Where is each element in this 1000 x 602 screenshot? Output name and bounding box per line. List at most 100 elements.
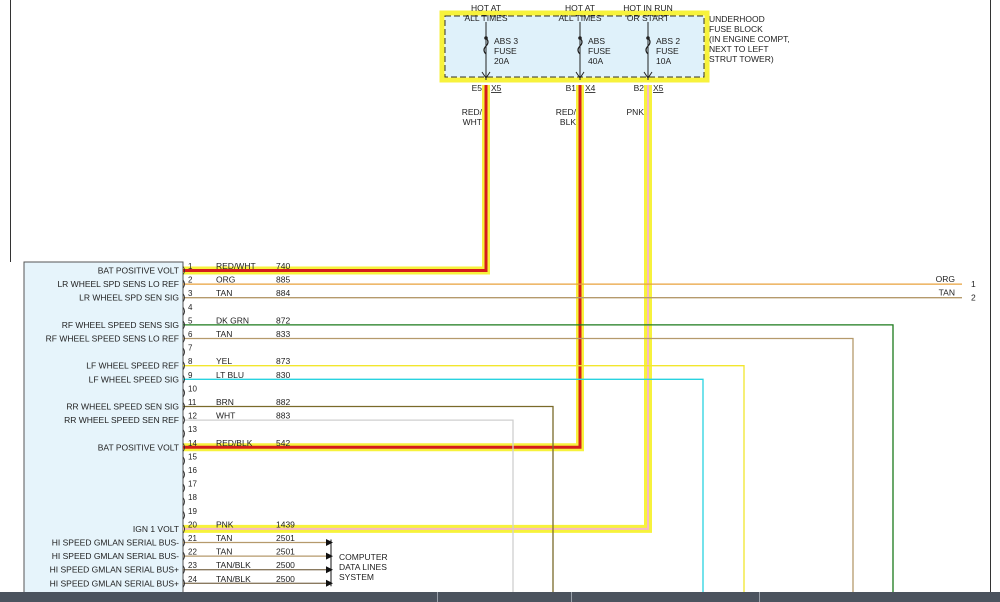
pin-terminal-icon	[182, 334, 185, 343]
pin-number: 19	[188, 507, 197, 516]
pin-number: 16	[188, 466, 197, 475]
wire-color-label: RED/BLK	[216, 438, 253, 448]
wire-color-label: ORG	[216, 275, 235, 285]
fuse-terminal	[484, 36, 488, 40]
arrow-icon	[326, 552, 333, 560]
circuit-number: 2501	[276, 547, 295, 557]
circuit-number: 830	[276, 370, 290, 380]
wire-pnk	[183, 85, 649, 530]
pin-terminal-icon	[182, 511, 185, 520]
pin-function-label: IGN 1 VOLT	[133, 524, 179, 534]
pin-number: 24	[188, 575, 197, 584]
fuse-pin-label: E5	[472, 83, 483, 93]
fuse-power-label: HOT AT	[471, 3, 501, 13]
toolbar-divider	[571, 592, 572, 602]
wires-layer	[183, 85, 962, 592]
wire-red-wht	[183, 85, 488, 272]
right-wire-color: ORG	[936, 274, 955, 284]
pin-terminal-icon	[182, 470, 185, 479]
pin-number: 10	[188, 384, 197, 393]
fuse-terminal	[578, 36, 582, 40]
wire-color-label: TAN	[216, 533, 232, 543]
data-lines-label: DATA LINES	[339, 562, 387, 572]
wire-red-blk	[183, 85, 582, 449]
circuit-number: 884	[276, 288, 290, 298]
fuse-block-highlight	[439, 10, 710, 83]
pin-function-label: LR WHEEL SPD SENS LO REF	[57, 279, 179, 289]
fuse-wire-color: PNK	[627, 107, 645, 117]
wire-color-label: PNK	[216, 519, 234, 529]
wire-red-wht-highlight	[183, 85, 490, 275]
fuse-power-label: OR START	[627, 13, 669, 23]
circuit-number: 2501	[276, 533, 295, 543]
pin-number: 7	[188, 344, 193, 353]
pin-number: 8	[188, 357, 193, 366]
data-lines-label: SYSTEM	[339, 572, 374, 582]
wire-color-label: TAN	[216, 288, 232, 298]
pin-terminal-icon	[182, 415, 185, 425]
pin-function-label: HI SPEED GMLAN SERIAL BUS-	[52, 538, 179, 548]
ebcm-module	[23, 261, 184, 592]
pin-terminal-icon	[182, 361, 185, 370]
circuit-number: 2500	[276, 560, 295, 570]
pin-number: 11	[188, 398, 197, 407]
fuse-name: ABS	[588, 36, 605, 46]
circuit-number: 883	[276, 411, 290, 421]
wire-color-label: WHT	[216, 411, 235, 421]
circuit-number: 873	[276, 356, 290, 366]
circuit-number: 882	[276, 397, 290, 407]
fuse-power-label: ALL TIMES	[559, 13, 602, 23]
fuse-block-label: UNDERHOOD	[709, 14, 765, 24]
wire-color-label: DK GRN	[216, 315, 249, 325]
pin-terminal-icon	[182, 565, 185, 574]
pin-terminal-icon	[182, 456, 185, 466]
pin-number: 3	[188, 289, 193, 298]
circuit-number: 833	[276, 329, 290, 339]
pin-terminal-icon	[182, 538, 185, 547]
fuse-name: FUSE	[656, 46, 679, 56]
pin-terminal-icon	[182, 266, 185, 275]
pin-number: 22	[188, 548, 197, 557]
circuit-number: 2500	[276, 574, 295, 584]
circuit-number: 885	[276, 275, 290, 285]
fuse-block-label: FUSE BLOCK	[709, 24, 763, 34]
pin-number: 17	[188, 480, 197, 489]
fuse-wire-color: WHT	[463, 117, 482, 127]
fuse-pin-label: B1	[566, 83, 577, 93]
fuse-icon	[483, 37, 489, 55]
pin-terminal-icon	[182, 320, 185, 330]
arrow-icon	[326, 539, 333, 546]
fuse-icon	[577, 37, 583, 55]
wire-lt-blu	[183, 378, 704, 592]
pin-function-label: HI SPEED GMLAN SERIAL BUS+	[50, 578, 179, 588]
pin-number: 1	[188, 262, 193, 271]
circuit-number: 1439	[276, 519, 295, 529]
wire-color-label: RED/WHT	[216, 261, 256, 271]
fuse-pin-label: B2	[634, 83, 645, 93]
fuse-name: FUSE	[494, 46, 517, 56]
connector-icon	[575, 71, 585, 79]
fuse-name: 40A	[588, 56, 603, 66]
fuse-power-label: HOT IN RUN	[623, 3, 672, 13]
pin-terminal-icon	[182, 579, 185, 588]
arrow-icon	[326, 579, 333, 587]
pin-function-label: RF WHEEL SPEED SENS SIG	[62, 320, 179, 330]
pin-terminal-icon	[182, 293, 185, 302]
fuse-icon	[645, 37, 651, 55]
fuse-block-label: STRUT TOWER)	[709, 54, 774, 64]
circuit-number: 872	[276, 315, 290, 325]
fuse-connector-label: X4	[585, 83, 596, 93]
pin-number: 2	[188, 276, 193, 285]
data-lines-label: COMPUTER	[339, 552, 388, 562]
pin-function-label: LF WHEEL SPEED SIG	[89, 374, 179, 384]
wire-color-label: TAN	[216, 329, 232, 339]
pin-terminal-icon	[182, 279, 185, 289]
pin-number: 15	[188, 452, 197, 461]
underhood-fuse-block	[444, 15, 705, 78]
pin-terminal-icon	[182, 429, 185, 438]
wire-brn	[183, 405, 554, 592]
wire-color-label: TAN	[216, 547, 232, 557]
